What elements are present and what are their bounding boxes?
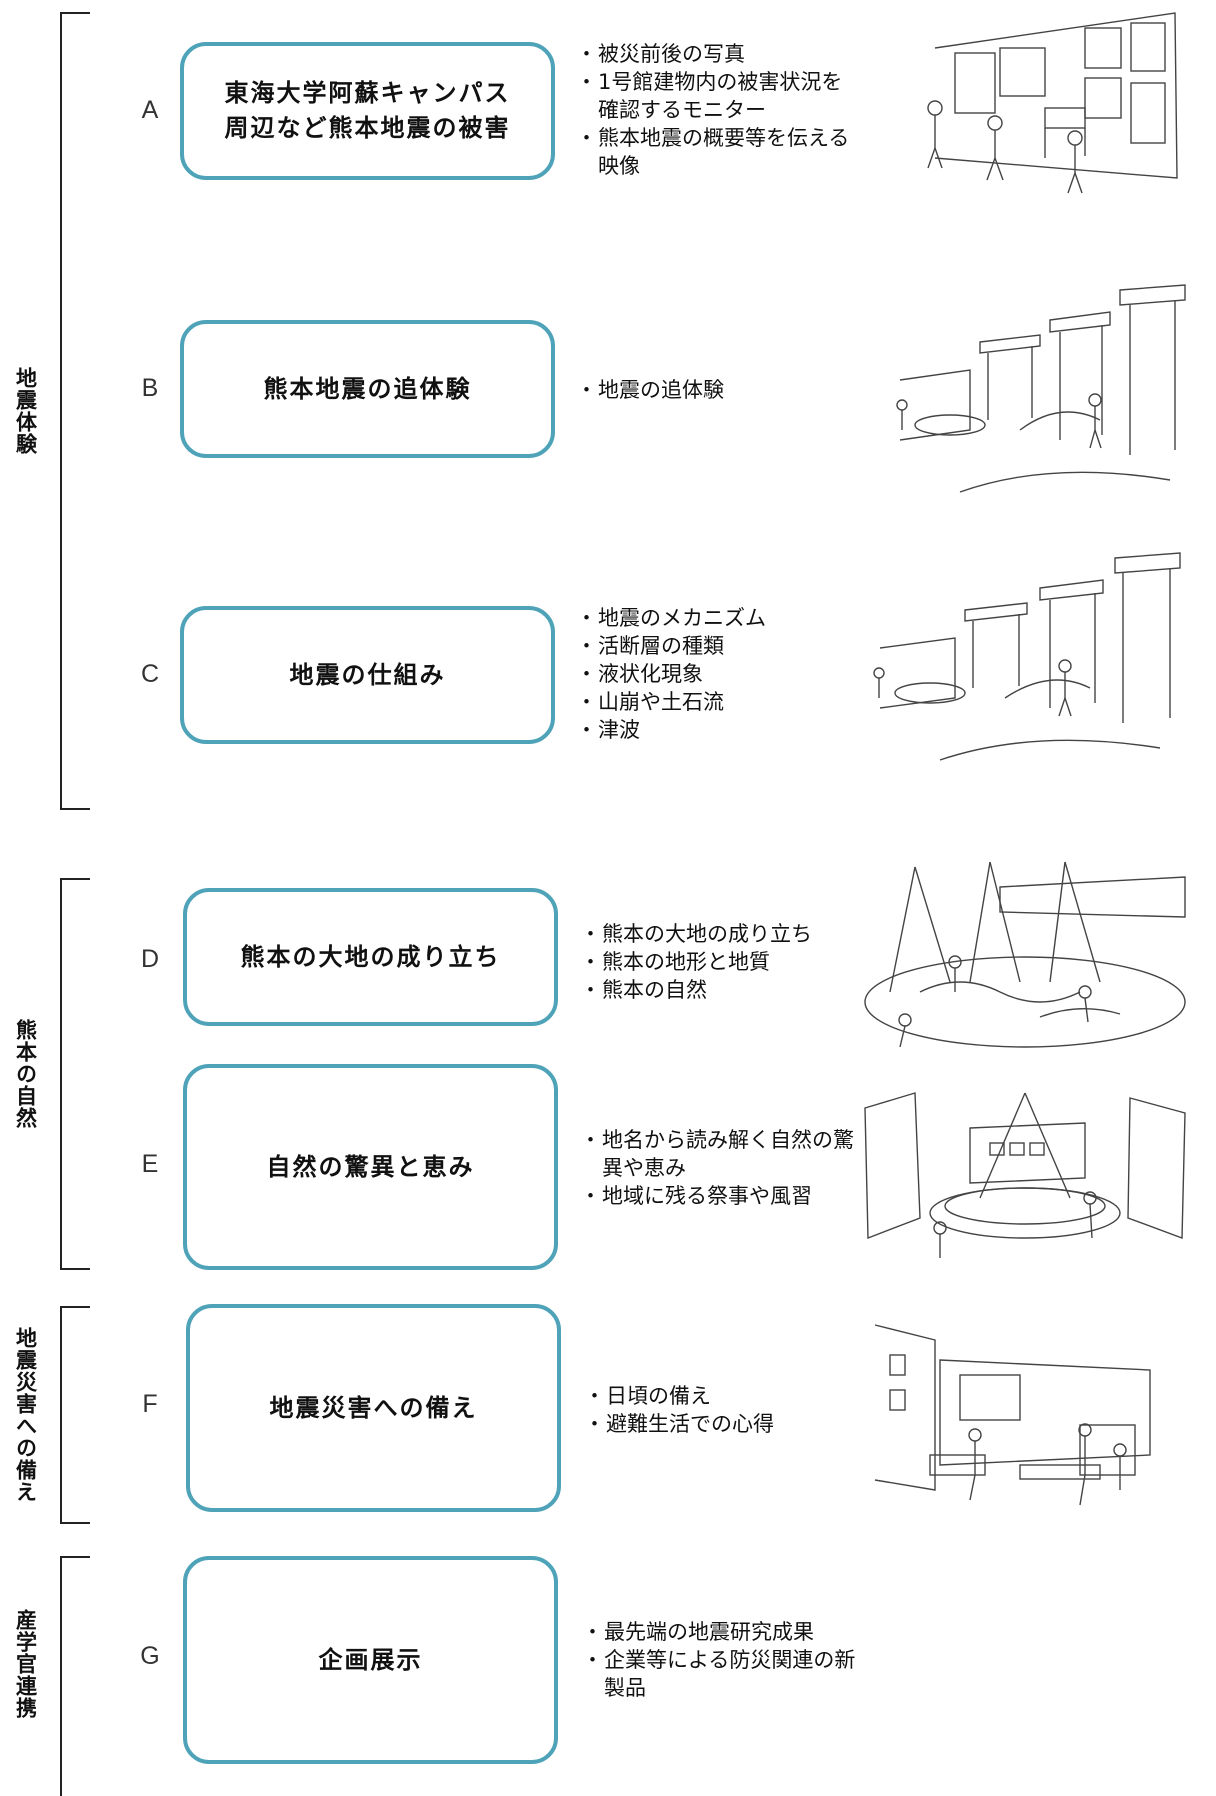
exhibit-items-a: 被災前後の写真 1号館建物内の被害状況を確認するモニター 熊本地震の概要等を伝え… bbox=[576, 40, 857, 180]
exhibit-item: 熊本の大地の成り立ち bbox=[580, 920, 861, 948]
exhibit-items-g: 最先端の地震研究成果 企業等による防災関連の新製品 bbox=[582, 1618, 860, 1702]
exhibit-title-line: 企画展示 bbox=[318, 1645, 423, 1674]
exhibit-title-line: 自然の驚異と恵み bbox=[266, 1152, 475, 1181]
exhibit-item: 津波 bbox=[576, 716, 857, 744]
exhibit-item: 地震の追体験 bbox=[576, 376, 857, 404]
group-label-industry-academia: 産学官連携 bbox=[10, 1556, 40, 1771]
exhibit-title-line: 地震の仕組み bbox=[289, 660, 446, 689]
row-letter-b: B bbox=[141, 374, 159, 402]
exhibit-items-f: 日頃の備え 避難生活での心得 bbox=[584, 1382, 865, 1438]
exhibit-title-line: 熊本の大地の成り立ち bbox=[240, 942, 501, 971]
exhibit-item: 地域に残る祭事や風習 bbox=[580, 1182, 856, 1210]
exhibit-box-d: 熊本の大地の成り立ち bbox=[183, 888, 558, 1026]
exhibit-title-line: 地震災害への備え bbox=[269, 1393, 478, 1422]
row-letter-a: A bbox=[141, 96, 159, 124]
group-label-text: 熊本の自然 bbox=[13, 1019, 38, 1129]
exhibit-item: 日頃の備え bbox=[584, 1382, 865, 1410]
group-label-earthquake-experience: 地震体験 bbox=[10, 12, 40, 810]
exhibit-box-f: 地震災害への備え bbox=[186, 1304, 561, 1512]
row-letter-c: C bbox=[140, 660, 160, 688]
group-bracket-kumamoto-nature bbox=[60, 878, 90, 1270]
exhibit-item: 熊本地震の概要等を伝える映像 bbox=[576, 124, 857, 180]
exhibit-item: 避難生活での心得 bbox=[584, 1410, 865, 1438]
exhibit-box-g: 企画展示 bbox=[183, 1556, 558, 1764]
exhibit-item: 企業等による防災関連の新製品 bbox=[582, 1646, 860, 1702]
row-letter-f: F bbox=[142, 1390, 158, 1418]
exhibit-sketch-a bbox=[895, 8, 1195, 203]
exhibit-box-b: 熊本地震の追体験 bbox=[180, 320, 555, 458]
exhibit-items-c: 地震のメカニズム 活断層の種類 液状化現象 山崩や土石流 津波 bbox=[576, 604, 857, 744]
exhibit-item: 被災前後の写真 bbox=[576, 40, 857, 68]
exhibit-item: 液状化現象 bbox=[576, 660, 857, 688]
exhibit-item: 1号館建物内の被害状況を確認するモニター bbox=[576, 68, 857, 124]
group-label-text: 地震災害への備え bbox=[13, 1327, 38, 1503]
exhibit-box-e: 自然の驚異と恵み bbox=[183, 1064, 558, 1270]
group-bracket-disaster-preparedness bbox=[60, 1306, 90, 1524]
exhibit-sketch-c bbox=[865, 548, 1185, 763]
exhibit-box-a: 東海大学阿蘇キャンパス 周辺など熊本地震の被害 bbox=[180, 42, 555, 180]
exhibit-item: 熊本の地形と地質 bbox=[580, 948, 861, 976]
exhibit-item: 最先端の地震研究成果 bbox=[582, 1618, 860, 1646]
exhibit-sketch-f bbox=[870, 1315, 1185, 1515]
exhibit-item: 地名から読み解く自然の驚異や恵み bbox=[580, 1126, 856, 1182]
row-letter-d: D bbox=[140, 945, 160, 973]
exhibit-box-c: 地震の仕組み bbox=[180, 606, 555, 744]
group-label-disaster-preparedness: 地震災害への備え bbox=[10, 1306, 40, 1524]
exhibit-sketch-b bbox=[890, 280, 1190, 495]
exhibit-sketch-d bbox=[860, 842, 1190, 1057]
exhibit-item: 活断層の種類 bbox=[576, 632, 857, 660]
exhibit-item: 地震のメカニズム bbox=[576, 604, 857, 632]
group-bracket-earthquake-experience bbox=[60, 12, 90, 810]
exhibit-title-line: 熊本地震の追体験 bbox=[263, 374, 472, 403]
group-label-kumamoto-nature: 熊本の自然 bbox=[10, 878, 40, 1270]
group-label-text: 地震体験 bbox=[13, 367, 38, 455]
exhibit-items-e: 地名から読み解く自然の驚異や恵み 地域に残る祭事や風習 bbox=[580, 1126, 856, 1210]
group-bracket-industry-academia bbox=[60, 1556, 90, 1796]
group-label-text: 産学官連携 bbox=[13, 1608, 38, 1719]
exhibit-item: 山崩や土石流 bbox=[576, 688, 857, 716]
exhibit-title-line: 東海大学阿蘇キャンパス bbox=[224, 79, 511, 108]
exhibit-title-line: 周辺など熊本地震の被害 bbox=[224, 114, 511, 142]
exhibit-items-b: 地震の追体験 bbox=[576, 376, 857, 404]
exhibit-items-d: 熊本の大地の成り立ち 熊本の地形と地質 熊本の自然 bbox=[580, 920, 861, 1004]
exhibit-sketch-e bbox=[860, 1088, 1190, 1263]
row-letter-e: E bbox=[141, 1150, 159, 1178]
row-letter-g: G bbox=[140, 1642, 160, 1670]
exhibit-item: 熊本の自然 bbox=[580, 976, 861, 1004]
